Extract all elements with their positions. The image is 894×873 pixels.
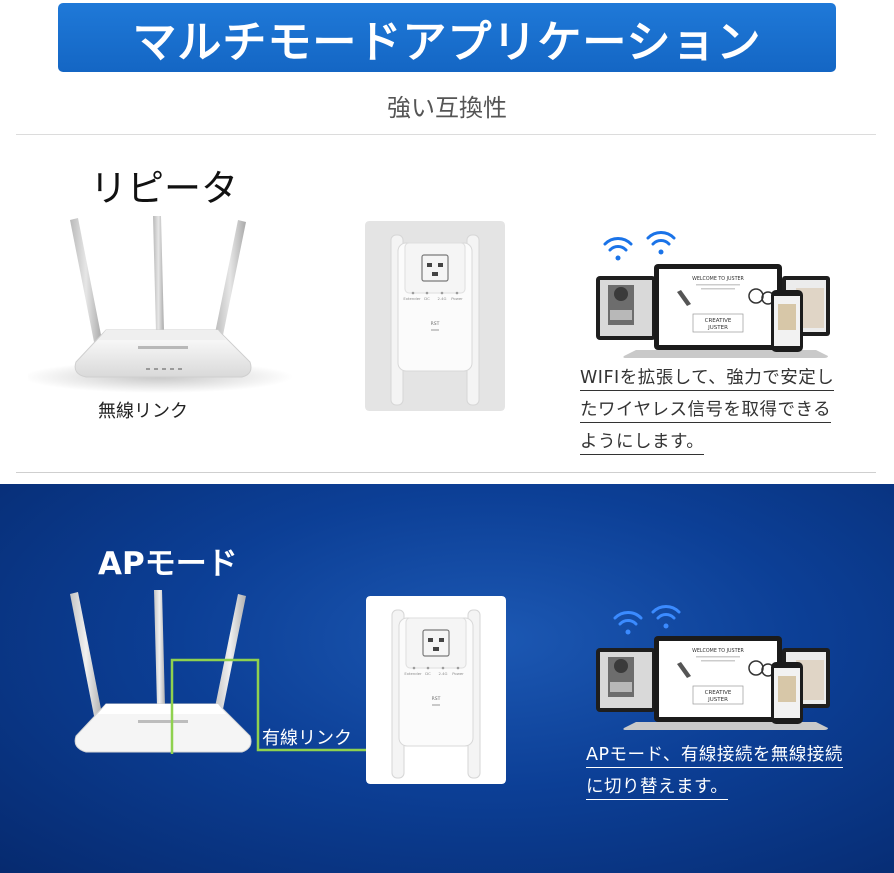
description-line: WIFIを拡張して、強力で安定し [580,368,835,391]
port-label: Power [452,671,464,676]
port-label: Extender [404,671,422,676]
port-label: DC [425,671,431,676]
wireless-link-label: 無線リンク [98,401,188,422]
laptop-headline: WELCOME TO JUSTER [692,648,744,654]
laptop-icon: WELCOME TO JUSTER CREATIVE JUSTER [596,605,830,730]
port-label: 2.4G [438,296,447,301]
description-line: たワイヤレス信号を取得できる [580,400,832,423]
extender-device-icon: Extender DC 2.4G Power RST [365,221,505,411]
port-label: Power [451,296,463,301]
repeater-section-title: リピータ [90,167,238,210]
port-label: DC [424,296,430,301]
ap-mode-section: APモード 有線リンク Extender DC 2.4G Power RST [0,484,894,873]
description-line: APモード、有線接続を無線接続 [586,745,843,768]
page-title: マルチモードアプリケーション [132,16,762,68]
laptop-icon: WELCOME TO JUSTER CREATIVE JUSTER [596,231,830,358]
wifi-signal-icon [613,605,681,635]
description-line: ようにします。 [580,432,705,455]
rst-label: RST [432,696,441,702]
wired-link-label: 有線リンク [262,728,352,749]
laptop-brand-bottom: JUSTER [707,325,728,331]
title-banner: マルチモードアプリケーション [58,3,836,72]
ap-section-title: APモード [98,546,238,582]
page-subtitle: 強い互換性 [387,94,507,122]
laptop-brand-bottom: JUSTER [707,697,728,703]
rst-label: RST [431,321,440,327]
laptop-headline: WELCOME TO JUSTER [692,276,744,282]
description-line: に切り替えます。 [586,777,729,800]
port-label: 2.4G [439,671,448,676]
top-divider [16,134,876,135]
port-label: Extender [403,296,421,301]
ap-description: APモード、有線接続を無線接続 に切り替えます。 [586,740,843,804]
extender-device-icon: Extender DC 2.4G Power RST [366,596,506,784]
laptop-brand-top: CREATIVE [705,318,732,324]
repeater-description: WIFIを拡張して、強力で安定し たワイヤレス信号を取得できる ようにします。 [580,363,835,459]
router-icon [28,216,293,393]
section-divider [16,472,876,473]
laptop-brand-top: CREATIVE [705,690,732,696]
wifi-signal-icon [603,231,676,261]
router-icon [70,590,252,753]
